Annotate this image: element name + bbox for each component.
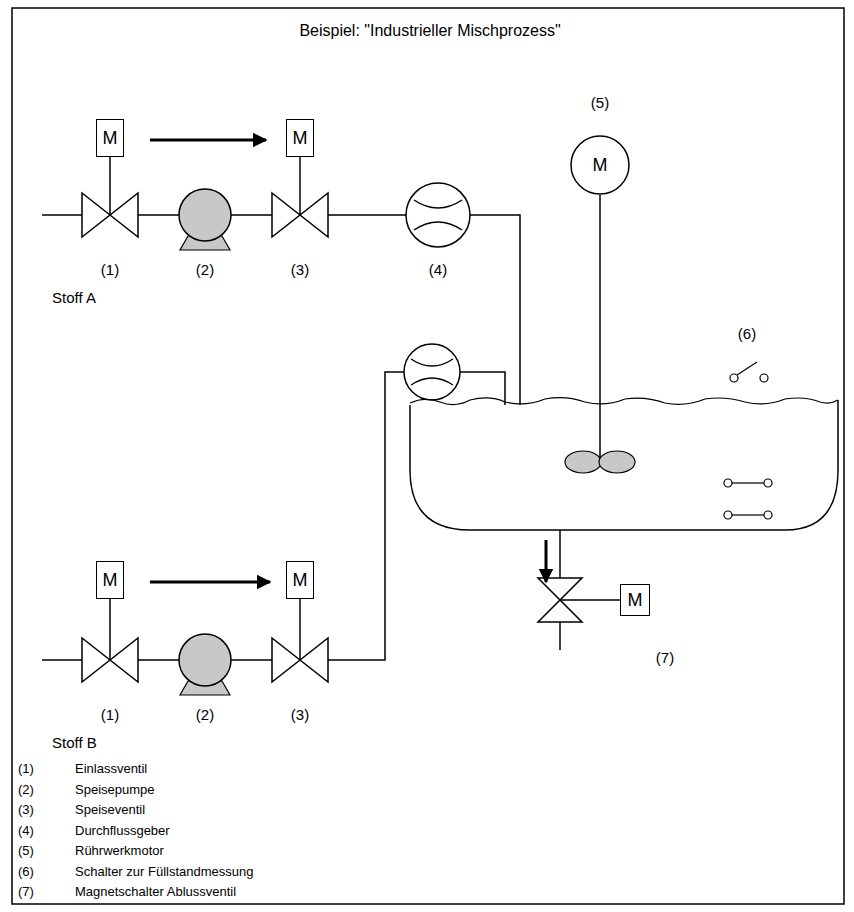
- legend-number: (7): [18, 885, 34, 899]
- agitator-shaft: [599, 195, 601, 462]
- legend-text: Einlassventil: [75, 762, 147, 776]
- liquid-surface: [410, 398, 838, 405]
- level-sensor: [764, 479, 772, 487]
- legend-text: Speiseventil: [75, 803, 145, 817]
- actuator-box: M: [286, 561, 314, 599]
- callout-number: (1): [101, 707, 119, 724]
- legend-text: Magnetschalter Ablussventil: [75, 885, 236, 899]
- feed-valve-symbol: [272, 638, 328, 682]
- diagram-title: Beispiel: "Industrieller Mischprozess": [299, 22, 560, 40]
- callout-number: (6): [738, 326, 756, 343]
- actuator-box: M: [286, 119, 314, 157]
- callout-number: (2): [196, 262, 214, 279]
- actuator-box: M: [620, 584, 650, 616]
- legend-number: (6): [18, 865, 34, 879]
- flow-meter-arcs: [414, 200, 462, 230]
- motor-letter: M: [593, 156, 608, 174]
- pipe-b: [42, 372, 505, 660]
- motor-letter: M: [293, 571, 308, 589]
- valve-stem: [109, 157, 111, 215]
- valve-stem: [299, 157, 301, 215]
- legend-number: (3): [18, 803, 34, 817]
- valve-stem: [299, 599, 301, 660]
- level-sensor: [724, 479, 732, 487]
- valve-stem: [560, 599, 620, 601]
- level-sensor: [732, 514, 764, 515]
- level-switch-symbol: [760, 374, 768, 382]
- stream-label: Stoff A: [52, 290, 96, 307]
- callout-number: (3): [291, 262, 309, 279]
- callout-number: (7): [656, 650, 674, 667]
- flow-meter-symbol: [404, 344, 460, 400]
- legend-number: (2): [18, 783, 34, 797]
- legend-number: (5): [18, 844, 34, 858]
- agitator-blade: [599, 451, 635, 473]
- actuator-box: M: [96, 119, 124, 157]
- mixing-tank: [410, 400, 838, 530]
- motor-circle: [571, 136, 629, 194]
- flow-arrow: [150, 581, 270, 584]
- agitator-blade: [565, 451, 601, 473]
- callout-number: (5): [591, 95, 609, 112]
- flow-meter-arcs: [411, 359, 453, 385]
- level-switch-symbol: [730, 374, 738, 382]
- callout-number: (1): [101, 262, 119, 279]
- legend-number: (1): [18, 762, 34, 776]
- motor-letter: M: [293, 129, 308, 147]
- motor-letter: M: [103, 129, 118, 147]
- stream-label: Stoff B: [52, 735, 97, 752]
- level-sensor: [764, 511, 772, 519]
- legend-text: Speisepumpe: [75, 783, 155, 797]
- legend-text: Durchflussgeber: [75, 824, 170, 838]
- level-sensor: [724, 511, 732, 519]
- callout-number: (3): [291, 707, 309, 724]
- inlet-valve-symbol: [82, 638, 138, 682]
- drain-valve-symbol: [538, 578, 582, 622]
- motor-letter: M: [103, 571, 118, 589]
- flow-meter-symbol: [406, 183, 470, 247]
- motor-symbol: M: [570, 135, 630, 195]
- level-switch-symbol: [737, 362, 757, 375]
- flow-arrow: [150, 139, 266, 142]
- feed-valve-symbol: [272, 193, 328, 237]
- callout-number: (4): [429, 262, 447, 279]
- feed-pump-symbol: [179, 634, 231, 686]
- legend-text: Rührwerkmotor: [75, 844, 164, 858]
- level-sensor: [732, 482, 764, 483]
- flow-arrow: [545, 540, 548, 582]
- legend-text: Schalter zur Füllstandmessung: [75, 865, 253, 879]
- outer-frame: [12, 8, 844, 904]
- feed-pump-symbol: [179, 189, 231, 241]
- actuator-box: M: [96, 561, 124, 599]
- legend-number: (4): [18, 824, 34, 838]
- inlet-valve-symbol: [82, 193, 138, 237]
- callout-number: (2): [196, 707, 214, 724]
- motor-letter: M: [628, 591, 643, 609]
- valve-stem: [109, 599, 111, 660]
